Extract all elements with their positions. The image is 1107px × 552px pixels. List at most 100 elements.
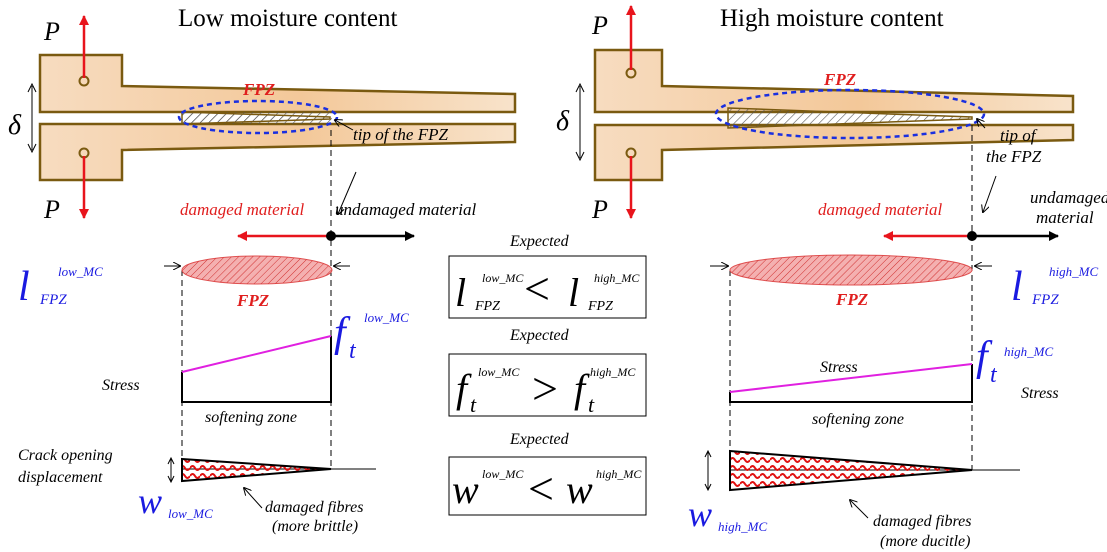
ft-high-symbol: f t high_MC [976,334,1053,388]
damaged-label-right: damaged material [818,200,942,219]
fpz-zone-right-hatch [730,255,972,285]
l-fpz-high-symbol: l FPZ high_MC [1011,264,1098,310]
svg-text:t: t [588,392,595,417]
fibres-label-right-line2: (more ducitle) [880,533,970,550]
l-fpz-low-symbol: l FPZ low_MC [18,264,103,310]
tip-label-right-line2: the FPZ [986,147,1042,166]
fibres-pointer-right [850,500,869,519]
cod-label-line1: Crack opening [18,447,113,464]
ft-low-symbol: f t low_MC [334,310,409,364]
damaged-label-left: damaged material [180,200,304,219]
stress-label-left: Stress [102,377,140,394]
stress-label-right-top: Stress [820,359,858,376]
left-fpz-ellipse [177,99,339,135]
comparison-ft: f t low_MC > f t high_MC [456,363,636,417]
title-left: Low moisture content [178,5,397,32]
fpz-zone-label-right: FPZ [835,290,868,309]
fpz-zone-left-hatch [182,256,332,284]
tip-dot-left [326,231,336,241]
svg-text:high_MC: high_MC [1049,264,1098,279]
svg-text:<: < [524,263,550,314]
delta-label-right: δ [556,106,570,137]
fibres-label-left-line2: (more brittle) [272,518,358,535]
tip-dot-right [967,231,977,241]
svg-text:l: l [568,270,579,315]
right-crack-body [727,107,973,129]
expected-label-1: Expected [509,233,570,250]
svg-text:high_MC: high_MC [596,467,642,481]
svg-text:FPZ: FPZ [587,299,613,314]
comparison-box-lfpz [448,255,647,319]
right-specimen [575,5,1075,219]
cod-wedge-left [181,457,332,483]
comparison-box-ft [448,353,647,417]
p-label-bottom-left: P [43,195,60,224]
tip-label-left: tip of the FPZ [353,125,448,144]
right-fpz-ellipse [714,88,986,140]
undamaged-label-left: undamaged material [335,200,476,219]
tip-pointer-left [335,120,354,131]
p-label-bottom-right: P [591,195,608,224]
svg-text:w: w [138,481,162,521]
undamaged-pointer-left [338,171,357,214]
fpz-label-left-specimen: FPZ [242,80,275,99]
svg-text:FPZ: FPZ [1031,292,1059,308]
svg-text:t: t [990,362,998,388]
svg-text:w: w [452,467,479,512]
guide-lines [181,125,973,470]
fibres-pointer-left [244,488,263,509]
left-crack-body [181,111,331,125]
expected-label-3: Expected [509,431,570,448]
svg-text:low_MC: low_MC [364,310,409,325]
svg-text:FPZ: FPZ [39,292,67,308]
comparison-lfpz: l FPZ low_MC < l FPZ high_MC [455,263,640,315]
svg-text:l: l [18,264,30,310]
svg-text:low_MC: low_MC [482,271,524,285]
left-upper-arm [38,53,517,114]
svg-text:w: w [566,467,593,512]
svg-text:high_MC: high_MC [594,271,640,285]
svg-text:w: w [688,494,712,534]
tip-label-right-line1: tip of [1000,126,1038,145]
tip-pointer-right [977,119,986,129]
right-lower-arm [593,123,1075,182]
cod-label-line2: displacement [18,469,103,486]
svg-text:t: t [470,392,477,417]
comparison-w: w low_MC < w high_MC [452,463,642,514]
delta-label-left: δ [8,110,22,141]
softening-label-left: softening zone [205,409,297,426]
expected-label-2: Expected [509,327,570,344]
right-upper-arm [593,48,1075,114]
svg-text:FPZ: FPZ [474,299,500,314]
undamaged-pointer-right [983,175,997,212]
softening-label-right: softening zone [812,411,904,428]
stress-profile-left [181,336,332,403]
undamaged-label-right-line2: material [1036,208,1094,227]
svg-text:>: > [532,363,558,414]
svg-text:low_MC: low_MC [482,467,524,481]
undamaged-label-right-line1: undamaged [1030,188,1107,207]
fibres-label-right-line1: damaged fibres [873,513,972,530]
w-low-symbol: w low_MC [138,481,213,521]
stress-label-right: Stress [1021,385,1059,402]
left-lower-arm [38,122,517,182]
svg-text:low_MC: low_MC [168,506,213,521]
svg-text:low_MC: low_MC [478,365,520,379]
left-specimen [27,15,517,219]
fpz-label-right-specimen: FPZ [823,70,856,89]
svg-text:l: l [455,270,466,315]
title-right: High moisture content [720,5,944,32]
w-high-symbol: w high_MC [688,494,767,534]
cod-wedge-right [729,449,973,492]
stress-line-right [729,363,973,393]
svg-text:<: < [528,463,554,514]
svg-text:high_MC: high_MC [1004,344,1053,359]
stress-line-left [181,335,332,373]
svg-text:l: l [1011,264,1023,310]
svg-text:high_MC: high_MC [718,519,767,534]
stress-profile-right [729,364,973,403]
fpz-zone-label-left: FPZ [236,291,269,310]
fibres-label-left-line1: damaged fibres [265,499,364,516]
p-label-top-left: P [43,17,60,46]
